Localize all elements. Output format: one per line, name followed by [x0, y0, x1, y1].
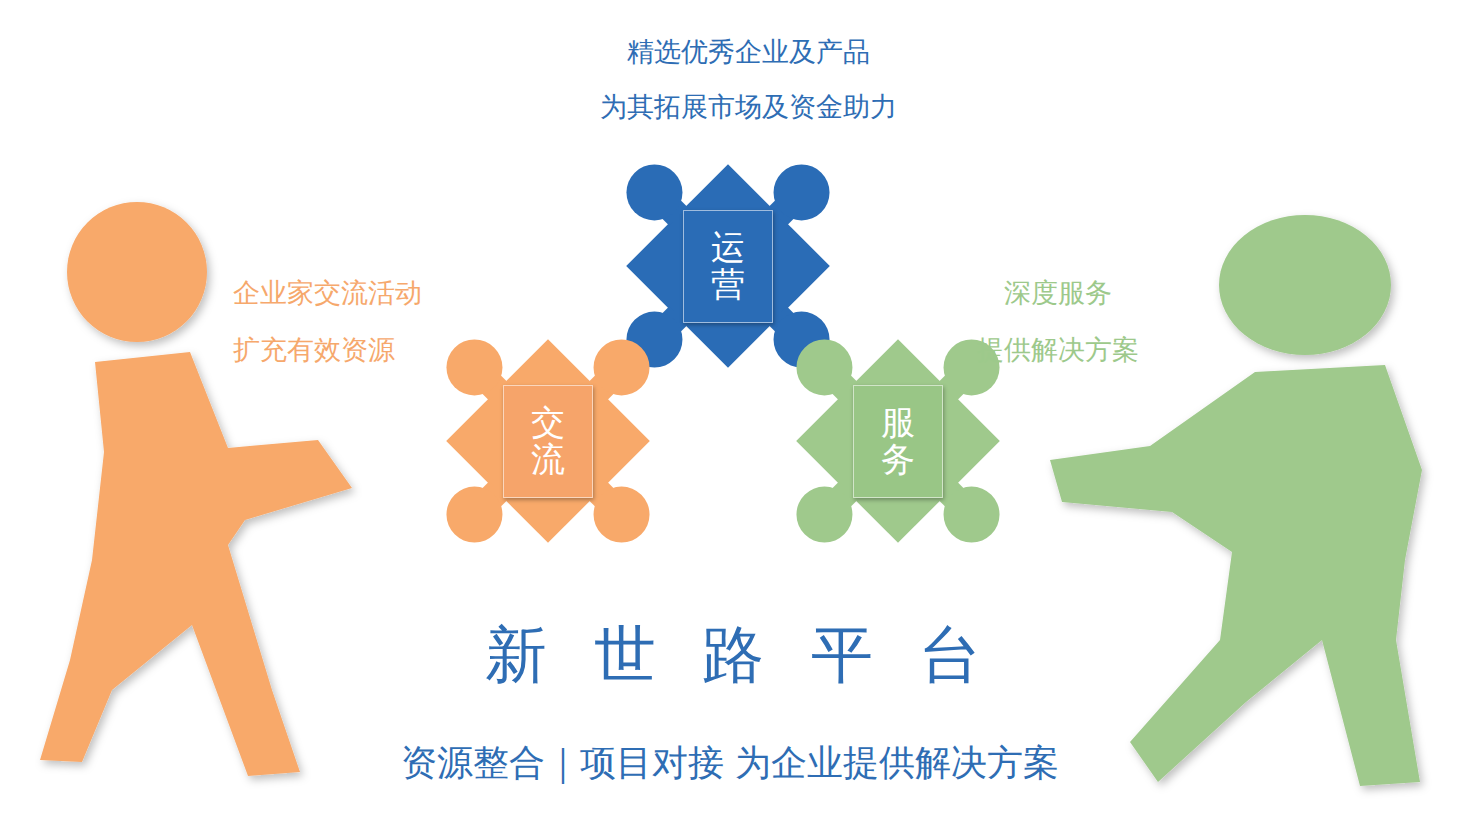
platform-title: 新世路平台 — [439, 618, 1028, 692]
person-body — [1050, 365, 1422, 786]
callout-text: 深度服务 — [1004, 277, 1112, 309]
person-head — [1219, 215, 1391, 355]
person-head — [67, 202, 207, 342]
puzzle-tab — [932, 475, 1011, 554]
label-box: 服务 — [853, 385, 943, 498]
callout-text: 为其拓展市场及资金助力 — [600, 91, 897, 123]
puzzle-tab — [582, 328, 661, 407]
platform-caption: 资源整合｜项目对接 为企业提供解决方案 — [401, 741, 1059, 784]
callout-text: 扩充有效资源 — [233, 334, 395, 366]
callout-text: 企业家交流活动 — [233, 277, 422, 309]
label-box: 运营 — [683, 210, 773, 323]
node-label: 运营 — [711, 229, 745, 304]
puzzle-node: 交流 — [408, 301, 688, 581]
person-body — [40, 352, 352, 776]
puzzle-shape — [408, 301, 688, 581]
puzzle-tab — [762, 153, 841, 232]
callout-text: 精选优秀企业及产品 — [627, 36, 870, 68]
callout-text: 提供解决方案 — [977, 334, 1139, 366]
label-box: 交流 — [503, 385, 593, 498]
puzzle-shape — [588, 126, 868, 406]
puzzle-tab — [582, 475, 661, 554]
node-label: 服务 — [881, 404, 915, 479]
node-label: 交流 — [531, 404, 565, 479]
